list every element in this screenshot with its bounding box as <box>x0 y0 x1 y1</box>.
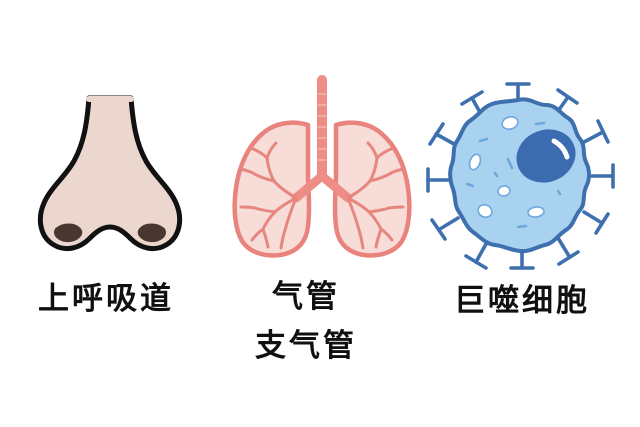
figure-trachea-and-bronchi <box>222 75 422 278</box>
cytoplasm-mark <box>493 171 499 178</box>
lung-lobe-right <box>332 120 412 258</box>
cytoplasm-marks-group <box>465 121 562 229</box>
trachea-bronchi-group <box>291 75 353 203</box>
nostril-right <box>137 223 166 243</box>
cytoplasm-mark <box>465 182 475 188</box>
nostril-left <box>54 223 83 243</box>
bronchial-tree-right <box>346 141 405 250</box>
vacuole <box>468 153 482 171</box>
vacuoles-group <box>468 116 545 218</box>
figure-upper-respiratory-tract <box>10 95 210 275</box>
receptor-spike <box>430 216 460 241</box>
vacuole <box>501 116 519 130</box>
lungs-illustration <box>232 75 412 258</box>
cell-membrane <box>448 97 591 254</box>
macrophage-cell-illustration <box>426 82 615 270</box>
main-bronchus-right <box>317 171 353 203</box>
figure-macrophage <box>418 72 623 277</box>
cytoplasm-mark <box>556 189 562 196</box>
vacuole <box>477 204 493 218</box>
receptor-spikes-group <box>426 82 615 270</box>
receptor-spike <box>582 210 610 235</box>
cytoplasm-mark <box>506 157 514 170</box>
cytoplasm-mark <box>478 137 489 143</box>
vacuole <box>527 206 545 218</box>
caption-trachea-and-bronchi: 气管 支气管 <box>206 279 406 364</box>
cytoplasm-mark <box>516 224 528 229</box>
nose-body-shape <box>37 95 183 252</box>
nucleus-highlight <box>551 138 570 160</box>
receptor-spike <box>464 242 488 270</box>
lung-lobe-left <box>232 120 312 258</box>
caption-upper-respiratory-tract: 上呼吸道 <box>0 281 212 318</box>
caption-line: 支气管 <box>255 327 357 364</box>
caption-macrophage: 巨噬细胞 <box>418 283 626 320</box>
tracheal-rings <box>317 93 327 161</box>
caption-line: 巨噬细胞 <box>454 283 590 319</box>
nose-illustration <box>37 95 183 252</box>
vacuole <box>497 185 511 197</box>
receptor-spike <box>582 119 610 144</box>
receptor-spike <box>556 236 580 266</box>
cytoplasm-mark <box>534 121 546 126</box>
receptor-spike <box>426 167 450 193</box>
receptor-spike <box>428 122 456 146</box>
lung-lobes-group <box>232 120 412 258</box>
caption-line: 上呼吸道 <box>38 281 174 317</box>
caption-line: 气管 <box>272 279 340 315</box>
bronchial-tree-left <box>239 141 298 250</box>
receptor-spike <box>590 163 615 189</box>
